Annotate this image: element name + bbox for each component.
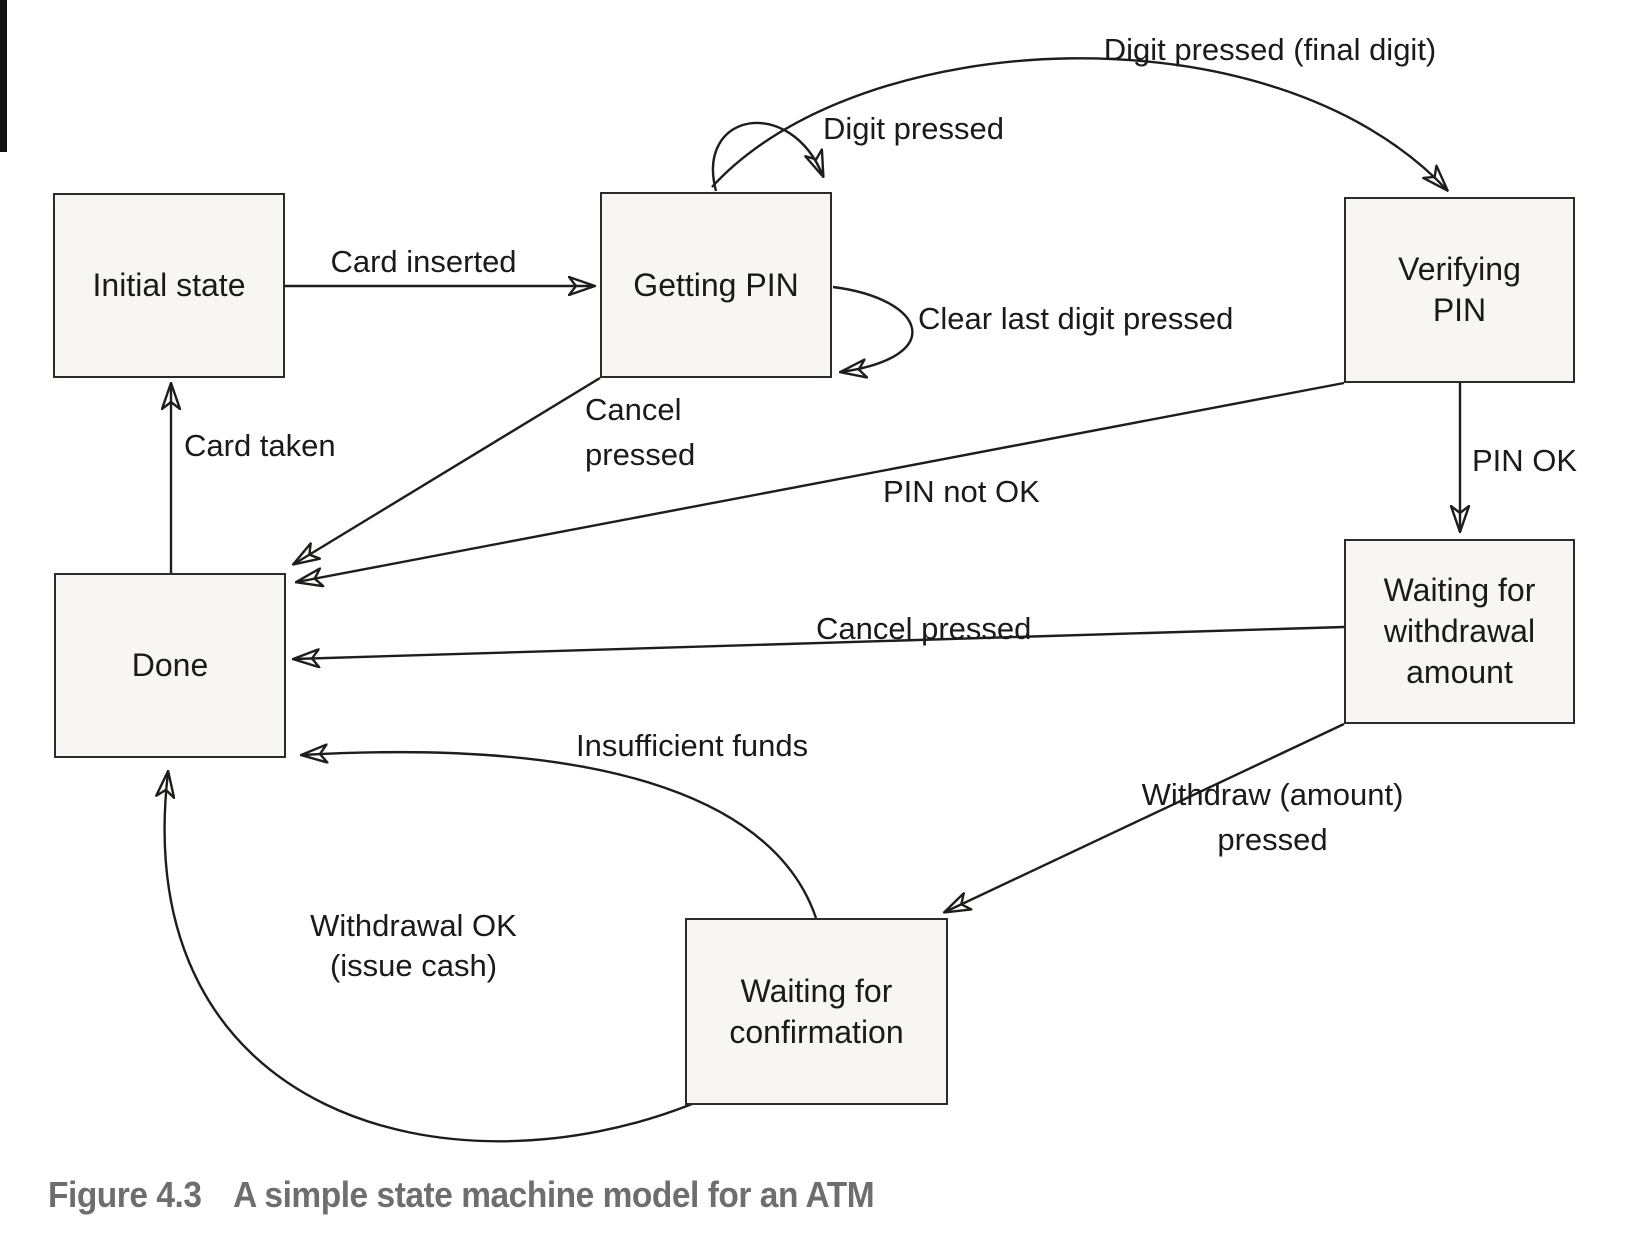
state-waiting-withdrawal-amount-label: Waiting for withdrawal amount	[1383, 572, 1536, 690]
label-digit-pressed: Digit pressed	[823, 111, 1004, 146]
label-cancel-from-getting-pin: Cancel pressed	[585, 392, 696, 472]
figure-title: A simple state machine model for an ATM	[233, 1174, 875, 1215]
state-getting-pin: Getting PIN	[600, 192, 832, 378]
state-done-label: Done	[131, 647, 209, 683]
label-withdrawal-ok: Withdrawal OK (issue cash)	[310, 908, 517, 983]
label-card-inserted: Card inserted	[330, 244, 517, 279]
label-digit-pressed-final: Digit pressed (final digit)	[1103, 32, 1437, 67]
edge-cancel-from-withdrawal	[294, 625, 1345, 659]
label-cancel-from-withdrawal: Cancel pressed	[816, 611, 1032, 646]
state-getting-pin-label: Getting PIN	[633, 266, 799, 303]
edge-clear-last-digit-self-loop	[832, 285, 914, 372]
state-initial-label: Initial state	[92, 267, 246, 303]
state-done: Done	[54, 573, 286, 758]
edge-withdrawal-ok	[165, 772, 693, 1143]
edge-insufficient-funds	[302, 752, 818, 919]
state-waiting-confirmation-label: Waiting for confirmation	[729, 972, 904, 1050]
page-edge-mark	[0, 0, 7, 152]
label-withdraw-pressed: Withdraw (amount) pressed	[1141, 777, 1404, 857]
figure-number: Figure 4.3	[48, 1174, 202, 1215]
edge-digit-pressed-self-loop	[711, 121, 823, 192]
state-waiting-confirmation: Waiting for confirmation	[685, 918, 948, 1105]
edge-cancel-from-getting-pin	[294, 376, 601, 564]
label-clear-last-digit: Clear last digit pressed	[918, 301, 1234, 336]
state-initial: Initial state	[53, 193, 285, 378]
state-waiting-withdrawal-amount: Waiting for withdrawal amount	[1344, 539, 1575, 724]
label-insufficient-funds: Insufficient funds	[576, 728, 809, 763]
state-verifying-pin: Verifying PIN	[1344, 197, 1575, 383]
label-pin-ok: PIN OK	[1472, 443, 1578, 478]
edge-withdraw-pressed	[945, 722, 1345, 912]
label-pin-not-ok: PIN not OK	[883, 474, 1040, 509]
edge-digit-pressed-final	[711, 57, 1447, 190]
figure-caption: Figure 4.3 A simple state machine model f…	[48, 1174, 875, 1216]
label-card-taken: Card taken	[184, 428, 336, 463]
edge-pin-not-ok	[297, 381, 1345, 582]
state-verifying-pin-label: Verifying PIN	[1398, 251, 1521, 328]
